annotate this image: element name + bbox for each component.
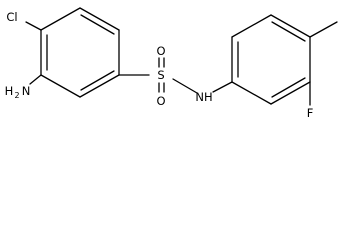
- amino-n-label: N: [22, 84, 31, 98]
- ring-right-bond-6: [231, 81, 272, 105]
- amino-bond: [29, 74, 42, 85]
- methyl-bond: [309, 21, 338, 38]
- structure-diagram: Cl H 2 N S O O NH F: [5, 7, 338, 120]
- sulfur-label: S: [157, 68, 164, 82]
- amino-h-label: H: [5, 84, 14, 98]
- chlorine-label: Cl: [6, 10, 17, 24]
- ring-left-bond-1-inner: [80, 14, 115, 35]
- ring-right-bond-5: [270, 81, 311, 105]
- ring-left-bond-3: [79, 74, 120, 98]
- ring-left-bond-6: [40, 7, 81, 31]
- ring-left-bond-4: [40, 74, 81, 98]
- benzene-ring-right: [231, 14, 311, 105]
- sulfur-nitrogen-bond: [172, 78, 198, 94]
- ring-left-bond-1: [79, 7, 120, 31]
- fluorine-label: F: [307, 106, 314, 120]
- ring-left-bond-3-inner: [80, 70, 115, 91]
- oxygen-top-label: O: [156, 44, 165, 58]
- oxygen-bottom-label: O: [156, 94, 165, 108]
- ring-right-bond-5-inner: [271, 77, 306, 98]
- ring-right-bond-3: [270, 14, 311, 38]
- chloro-bond: [25, 21, 42, 31]
- nh-label: NH: [195, 90, 212, 104]
- benzene-ring-left: [40, 7, 120, 98]
- ring-right-bond-2: [231, 14, 272, 38]
- amino-subscript-label: 2: [14, 91, 19, 100]
- ring-right-bond-3-inner: [271, 21, 306, 42]
- nitrogen-ring-bond: [212, 81, 233, 93]
